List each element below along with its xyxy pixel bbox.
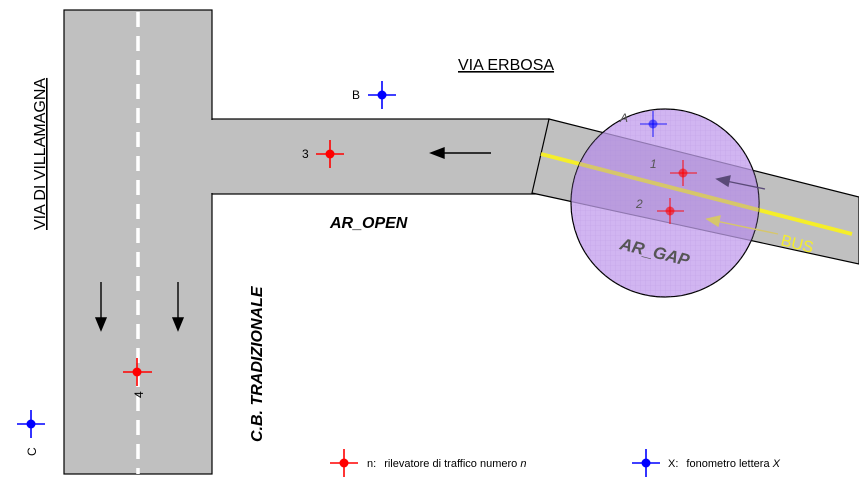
detector-label-3: 3 [302,147,309,161]
road-branch-ar-open [211,118,550,195]
traffic-detector-1 [670,160,697,186]
legend-meter-symbol [632,449,660,477]
direction-arrow-left-branch [429,146,491,160]
detector-label-4: 4 [132,391,146,398]
street-label-via-di-villamagna: VIA DI VILLAMAGNA [32,78,49,230]
sound-meter-c [17,410,45,438]
direction-arrow-gap-upper [715,175,766,190]
meter-label-a: A [619,111,628,125]
sound-meter-b [368,81,396,109]
direction-arrow-bus [705,215,779,235]
area-label-ar-open: AR_OPEN [329,215,408,232]
direction-arrow-down-right [171,282,185,332]
legend-meter-text: X:fonometro lettera X [668,458,781,470]
meter-label-c: C [25,447,39,456]
ar-gap-grid [571,109,759,297]
area-label-cb-tradizionale: C.B. TRADIZIONALE [249,285,266,442]
traffic-detector-3 [316,140,344,168]
traffic-detector-4 [123,358,152,386]
sound-meter-a [640,111,667,137]
legend-detector-text: n:rilevatore di traffico numero n [367,458,526,470]
detector-label-2: 2 [635,197,643,211]
meter-label-b: B [352,88,360,102]
direction-arrow-down-left [94,282,108,332]
traffic-detector-2 [657,198,684,224]
legend-detector-symbol [330,449,358,477]
street-label-via-erbosa: VIA ERBOSA [458,57,554,74]
detector-label-1: 1 [650,157,657,171]
